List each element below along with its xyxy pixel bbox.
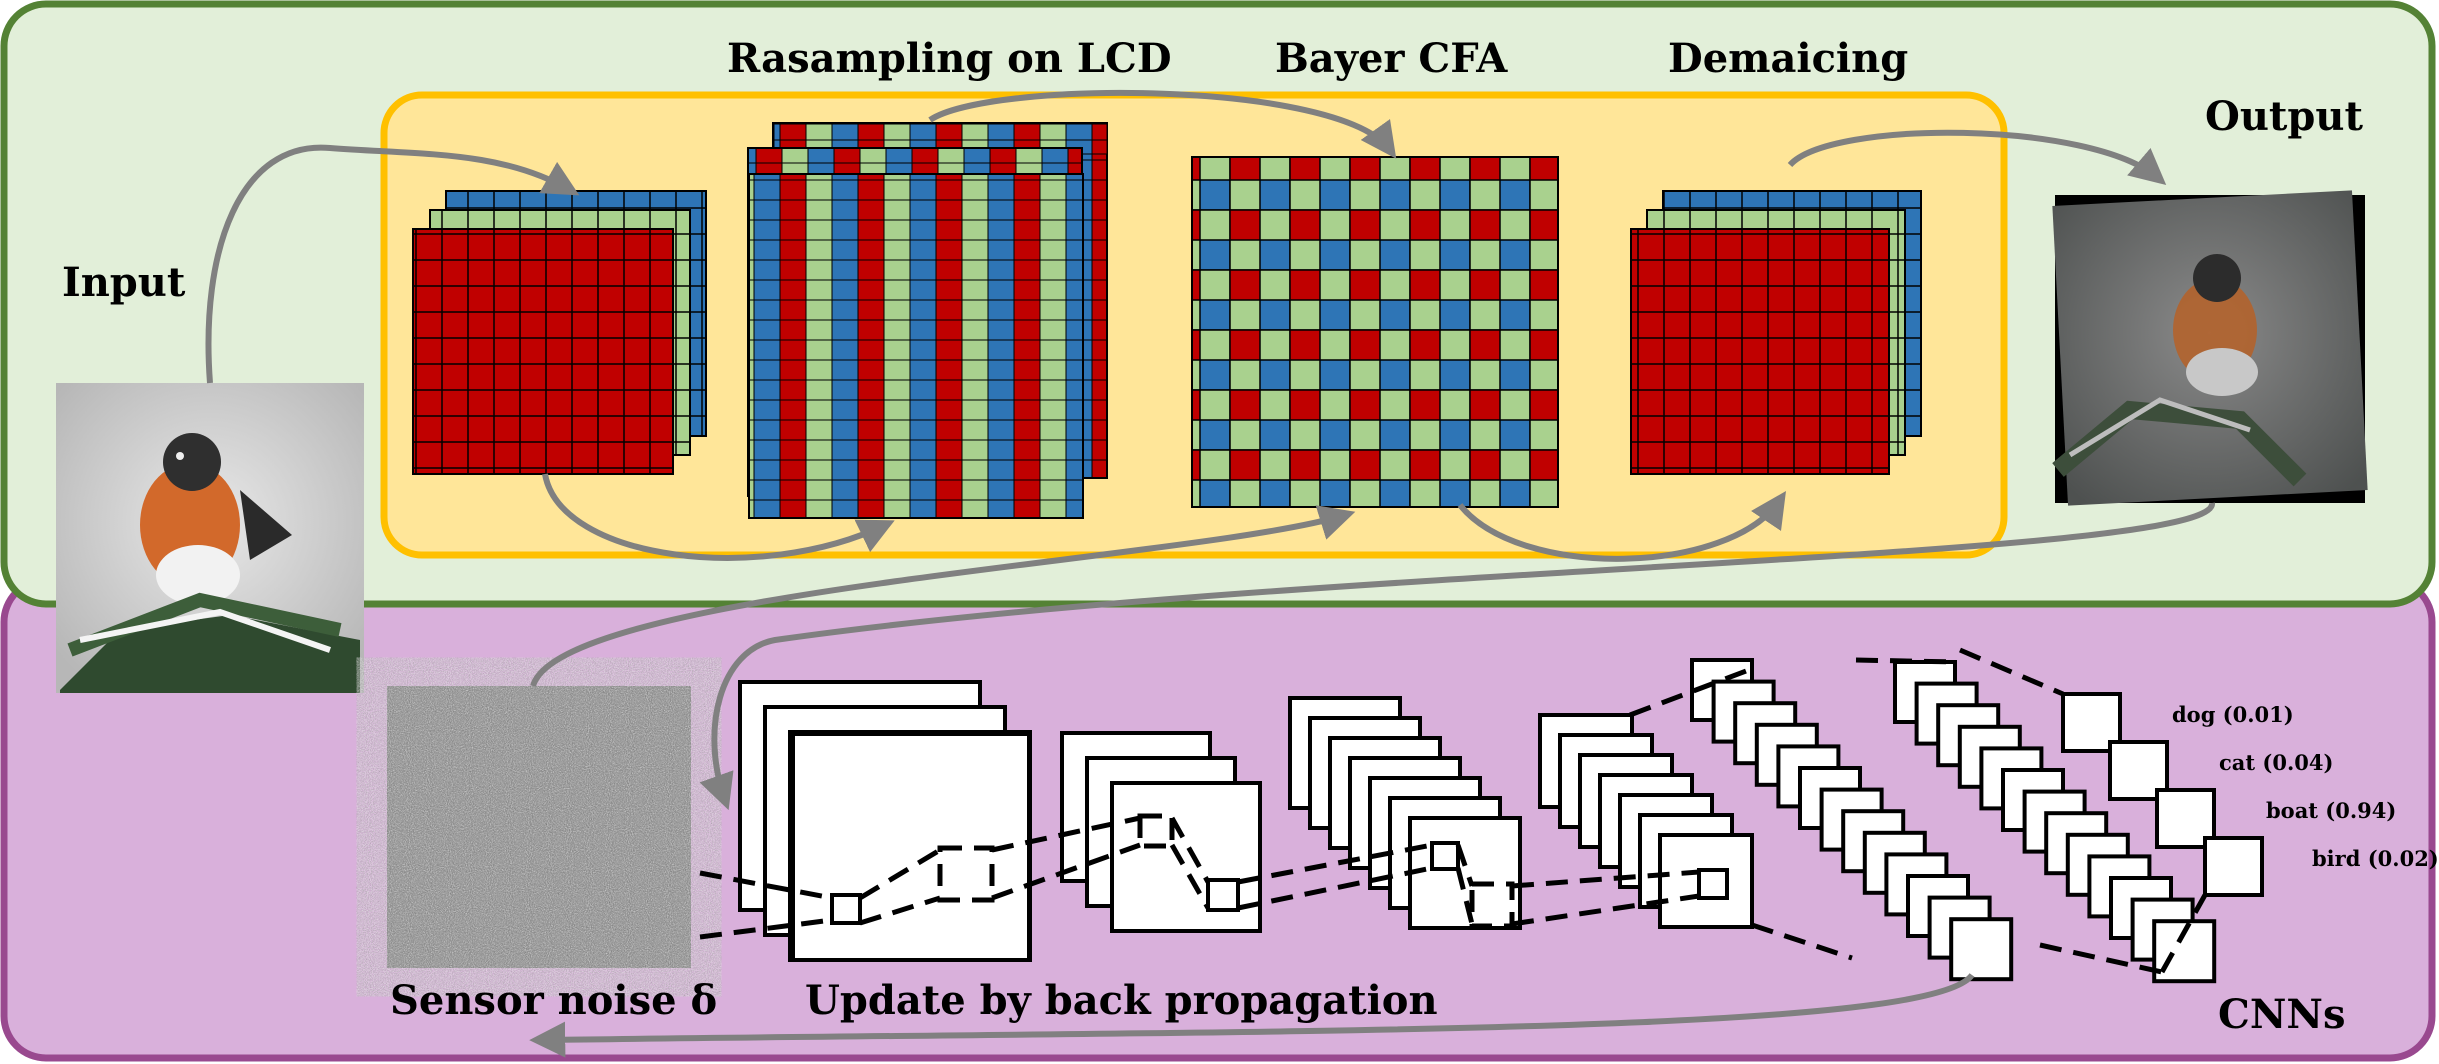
bayer-label: Bayer CFA xyxy=(1275,35,1508,82)
cnns-label: CNNs xyxy=(2218,991,2345,1038)
demosaiced-rgb-stack xyxy=(1630,190,1922,475)
prediction-bird: bird (0.02) xyxy=(2312,846,2439,871)
resampling-label: Rasampling on LCD xyxy=(727,35,1172,82)
lcd-subpixel-stack xyxy=(747,122,1108,519)
input-label: Input xyxy=(62,259,186,306)
flow-arrows xyxy=(205,89,2215,1058)
feature-map xyxy=(1949,917,2014,982)
bayer-cfa-grid xyxy=(1191,156,1559,508)
input-rgb-stack xyxy=(412,190,707,475)
prediction-boat: boat (0.94) xyxy=(2266,798,2396,823)
prediction-dog: dog (0.01) xyxy=(2172,702,2294,727)
prediction-cat: cat (0.04) xyxy=(2219,750,2333,775)
demosaicing-label: Demaicing xyxy=(1668,35,1908,82)
output-image xyxy=(2052,190,2368,506)
cnn-layers xyxy=(699,647,2264,984)
output-label: Output xyxy=(2205,93,2363,140)
input-image xyxy=(56,383,364,693)
backprop-label: Update by back propagation xyxy=(805,977,1438,1024)
sensor-noise-label: Sensor noise δ xyxy=(390,977,717,1024)
sensor-noise-image xyxy=(387,686,691,968)
